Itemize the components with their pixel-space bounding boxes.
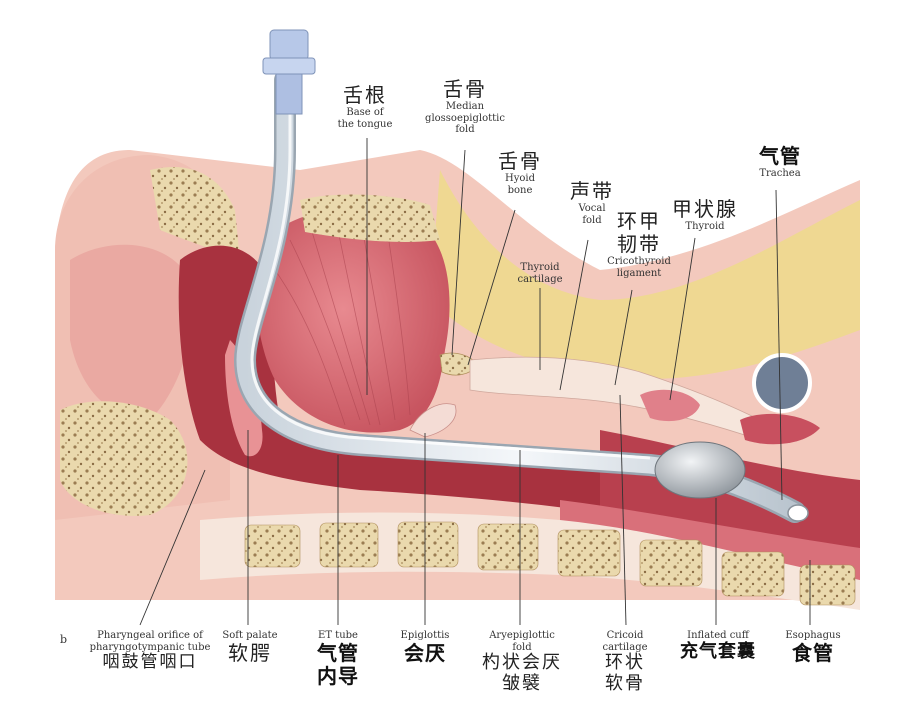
label-cricoid-cartilage: Cricoid cartilage 环状 软骨 <box>602 630 648 694</box>
label-epiglottis: Epiglottis 会厌 <box>400 630 450 665</box>
trachea-ring-muscle <box>740 413 820 445</box>
inflated-cuff-shape <box>654 441 746 499</box>
label-soft-palate: Soft palate 软腭 <box>222 630 278 665</box>
label-cricothyroid-ligament: 环甲 韧带 Cricothyroid ligament <box>607 209 671 279</box>
vertebrae <box>244 521 856 606</box>
label-vocal-fold: 声带 Vocal fold <box>570 179 614 226</box>
skull-base-bone <box>60 401 188 516</box>
nasal-concha <box>70 244 193 420</box>
label-base-of-tongue: 舌根 Base of the tongue <box>337 83 393 130</box>
label-hyoid-bone: 舌骨 Hyoid bone <box>498 149 542 196</box>
neck-fat-layer <box>430 170 860 379</box>
label-inflated-cuff: Inflated cuff 充气套囊 <box>680 630 756 662</box>
tube-connector <box>269 29 309 61</box>
label-thyroid-cartilage: Thyroid cartilage <box>517 262 563 285</box>
label-aryepiglottic-fold: Aryepiglottic fold 杓状会厌 皱襞 <box>482 630 562 694</box>
mandible-bone <box>300 194 440 243</box>
label-trachea: 气管 Trachea <box>759 144 801 180</box>
trachea-lumen <box>752 353 812 413</box>
label-median-glossoepiglottic-fold: 舌骨 Median glossoepiglottic fold <box>425 77 505 136</box>
esophagus-shape <box>560 500 860 580</box>
sphenoid-bone <box>150 166 240 260</box>
label-thyroid: 甲状腺 Thyroid <box>672 197 738 233</box>
label-et-tube: ET tube 气管 内导 <box>317 630 359 688</box>
figure-letter: b <box>60 633 68 646</box>
leader-lines <box>139 138 811 626</box>
tongue-muscle <box>256 208 450 433</box>
epiglottis-shape <box>409 403 457 438</box>
thyroid-gland-shape <box>640 389 700 422</box>
label-esophagus: Esophagus 食管 <box>785 630 841 665</box>
label-pharyngeal-orifice: Pharyngeal orifice of pharyngotympanic t… <box>89 630 211 672</box>
